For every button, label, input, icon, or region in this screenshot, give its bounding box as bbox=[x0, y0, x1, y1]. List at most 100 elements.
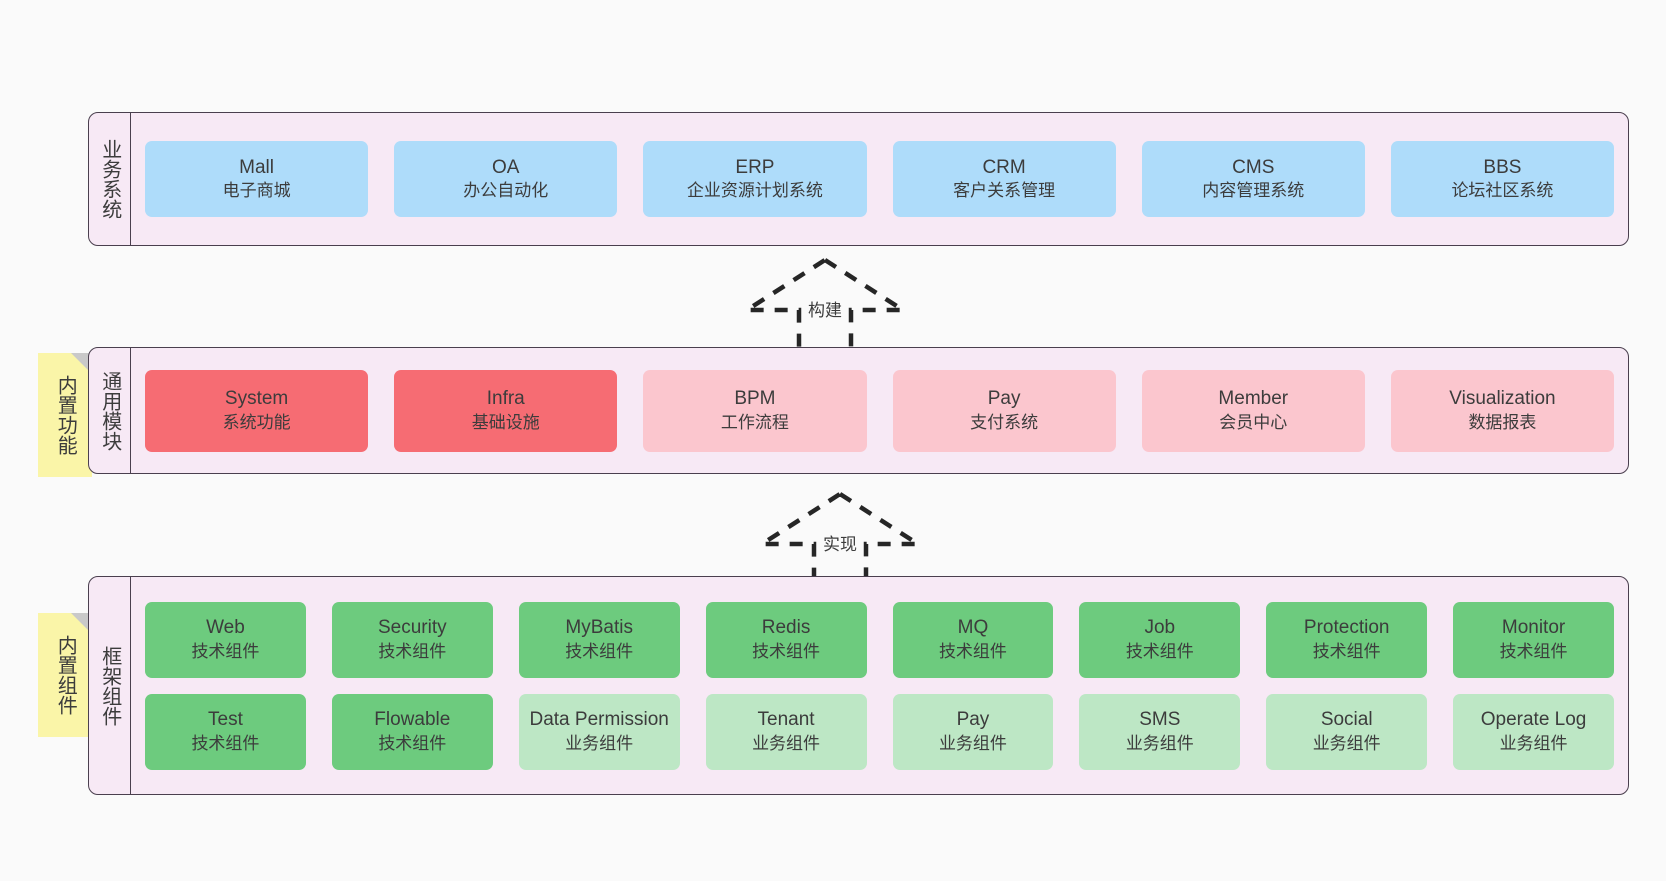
module-box-bpm[interactable]: BPM 工作流程 bbox=[643, 369, 867, 452]
module-name: Data Permission bbox=[529, 709, 669, 731]
module-box-security[interactable]: Security 技术组件 bbox=[331, 601, 493, 678]
module-name: SMS bbox=[1139, 709, 1181, 731]
module-box-data-permission[interactable]: Data Permission 业务组件 bbox=[518, 693, 680, 770]
module-desc: 业务组件 bbox=[1125, 733, 1194, 753]
module-box-pay-business[interactable]: Pay 业务组件 bbox=[892, 693, 1054, 770]
module-desc: 企业资源计划系统 bbox=[686, 181, 823, 201]
module-box-bbs[interactable]: BBS 论坛社区系统 bbox=[1390, 141, 1615, 217]
module-box-system[interactable]: System 系统功能 bbox=[145, 369, 369, 452]
module-desc: 工作流程 bbox=[720, 412, 789, 432]
module-name: Operate Log bbox=[1480, 709, 1587, 731]
note-fold-corner-icon bbox=[71, 353, 92, 374]
module-box-protection[interactable]: Protection 技术组件 bbox=[1266, 601, 1428, 678]
module-name: System bbox=[224, 388, 289, 410]
module-name: Job bbox=[1144, 617, 1176, 639]
module-box-erp[interactable]: ERP 企业资源计划系统 bbox=[643, 141, 867, 217]
module-name: Infra bbox=[486, 388, 525, 410]
module-desc: 业务组件 bbox=[938, 733, 1007, 753]
module-box-operate-log[interactable]: Operate Log 业务组件 bbox=[1453, 693, 1614, 770]
module-desc: 电子商城 bbox=[222, 181, 291, 201]
sticky-note-builtin-function: 内置功能 bbox=[38, 353, 92, 477]
module-name: MyBatis bbox=[565, 617, 633, 639]
module-box-tenant[interactable]: Tenant 业务组件 bbox=[705, 693, 867, 770]
sticky-note-label: 内置功能 bbox=[54, 375, 77, 455]
module-name: Security bbox=[377, 617, 447, 639]
module-desc: 业务组件 bbox=[1499, 733, 1568, 753]
module-desc: 业务组件 bbox=[565, 733, 634, 753]
module-box-job[interactable]: Job 技术组件 bbox=[1079, 601, 1241, 678]
module-name: Flowable bbox=[374, 709, 451, 731]
module-name: Member bbox=[1218, 388, 1289, 410]
module-name: Monitor bbox=[1501, 617, 1566, 639]
module-desc: 技术组件 bbox=[565, 641, 634, 661]
sticky-note-builtin-component: 内置组件 bbox=[38, 613, 92, 737]
layer-body-common-module: System 系统功能 Infra 基础设施 BPM 工作流程 Pay 支付系统… bbox=[131, 348, 1628, 473]
module-name: ERP bbox=[735, 156, 775, 178]
module-desc: 技术组件 bbox=[1125, 641, 1194, 661]
module-desc: 技术组件 bbox=[378, 641, 447, 661]
module-name: Redis bbox=[761, 617, 811, 639]
module-desc: 支付系统 bbox=[970, 412, 1039, 432]
module-desc: 内容管理系统 bbox=[1202, 181, 1305, 201]
module-name: CMS bbox=[1232, 156, 1275, 178]
module-name: OA bbox=[492, 156, 520, 178]
module-box-member[interactable]: Member 会员中心 bbox=[1141, 369, 1365, 452]
module-box-oa[interactable]: OA 办公自动化 bbox=[394, 141, 618, 217]
module-name: Mall bbox=[239, 156, 274, 178]
module-name: BBS bbox=[1483, 156, 1522, 178]
module-name: Protection bbox=[1303, 617, 1390, 639]
module-name: CRM bbox=[982, 156, 1026, 178]
module-name: Pay bbox=[956, 709, 990, 731]
module-desc: 数据报表 bbox=[1468, 412, 1537, 432]
module-box-pay[interactable]: Pay 支付系统 bbox=[892, 369, 1116, 452]
module-desc: 技术组件 bbox=[938, 641, 1007, 661]
module-box-mq[interactable]: MQ 技术组件 bbox=[892, 601, 1054, 678]
connector-implement: 实现 bbox=[750, 491, 930, 587]
module-desc: 办公自动化 bbox=[463, 181, 549, 201]
layer-body-business-system: Mall 电子商城 OA 办公自动化 ERP 企业资源计划系统 CRM 客户关系… bbox=[131, 113, 1628, 245]
module-name: BPM bbox=[734, 388, 776, 410]
module-desc: 系统功能 bbox=[222, 412, 291, 432]
module-desc: 技术组件 bbox=[752, 641, 821, 661]
module-row: Web 技术组件 Security 技术组件 MyBatis 技术组件 Redi… bbox=[145, 601, 1614, 678]
module-box-crm[interactable]: CRM 客户关系管理 bbox=[892, 141, 1116, 217]
module-box-infra[interactable]: Infra 基础设施 bbox=[394, 369, 618, 452]
module-name: Tenant bbox=[757, 709, 815, 731]
module-box-mybatis[interactable]: MyBatis 技术组件 bbox=[518, 601, 680, 678]
layer-framework-component: 框架组件 Web 技术组件 Security 技术组件 MyBatis 技术组件… bbox=[88, 576, 1629, 795]
module-desc: 业务组件 bbox=[752, 733, 821, 753]
module-row: Test 技术组件 Flowable 技术组件 Data Permission … bbox=[145, 693, 1614, 770]
module-box-web[interactable]: Web 技术组件 bbox=[145, 601, 306, 678]
module-row: Mall 电子商城 OA 办公自动化 ERP 企业资源计划系统 CRM 客户关系… bbox=[145, 141, 1615, 217]
module-box-social[interactable]: Social 业务组件 bbox=[1266, 693, 1428, 770]
module-desc: 技术组件 bbox=[191, 641, 260, 661]
module-desc: 客户关系管理 bbox=[953, 181, 1056, 201]
sticky-note-label: 内置组件 bbox=[54, 635, 77, 715]
connector-build: 构建 bbox=[735, 257, 915, 353]
module-name: MQ bbox=[957, 617, 989, 639]
module-desc: 技术组件 bbox=[378, 733, 447, 753]
module-name: Web bbox=[206, 617, 245, 639]
module-name: Visualization bbox=[1449, 388, 1556, 410]
module-box-sms[interactable]: SMS 业务组件 bbox=[1079, 693, 1241, 770]
module-box-mall[interactable]: Mall 电子商城 bbox=[145, 141, 369, 217]
module-name: Pay bbox=[987, 388, 1021, 410]
module-box-monitor[interactable]: Monitor 技术组件 bbox=[1453, 601, 1614, 678]
module-box-flowable[interactable]: Flowable 技术组件 bbox=[331, 693, 493, 770]
module-name: Test bbox=[208, 709, 243, 731]
module-desc: 技术组件 bbox=[1499, 641, 1568, 661]
module-box-visualization[interactable]: Visualization 数据报表 bbox=[1390, 369, 1615, 452]
module-desc: 基础设施 bbox=[471, 412, 540, 432]
layer-title-framework-component: 框架组件 bbox=[89, 577, 131, 794]
module-box-cms[interactable]: CMS 内容管理系统 bbox=[1141, 141, 1365, 217]
module-box-redis[interactable]: Redis 技术组件 bbox=[705, 601, 867, 678]
module-desc: 论坛社区系统 bbox=[1451, 181, 1554, 201]
layer-body-framework-component: Web 技术组件 Security 技术组件 MyBatis 技术组件 Redi… bbox=[131, 577, 1628, 794]
module-desc: 业务组件 bbox=[1312, 733, 1381, 753]
note-fold-corner-icon bbox=[71, 613, 92, 634]
module-box-test[interactable]: Test 技术组件 bbox=[145, 693, 306, 770]
module-name: Social bbox=[1320, 709, 1373, 731]
module-row: System 系统功能 Infra 基础设施 BPM 工作流程 Pay 支付系统… bbox=[145, 369, 1615, 452]
module-desc: 技术组件 bbox=[191, 733, 260, 753]
